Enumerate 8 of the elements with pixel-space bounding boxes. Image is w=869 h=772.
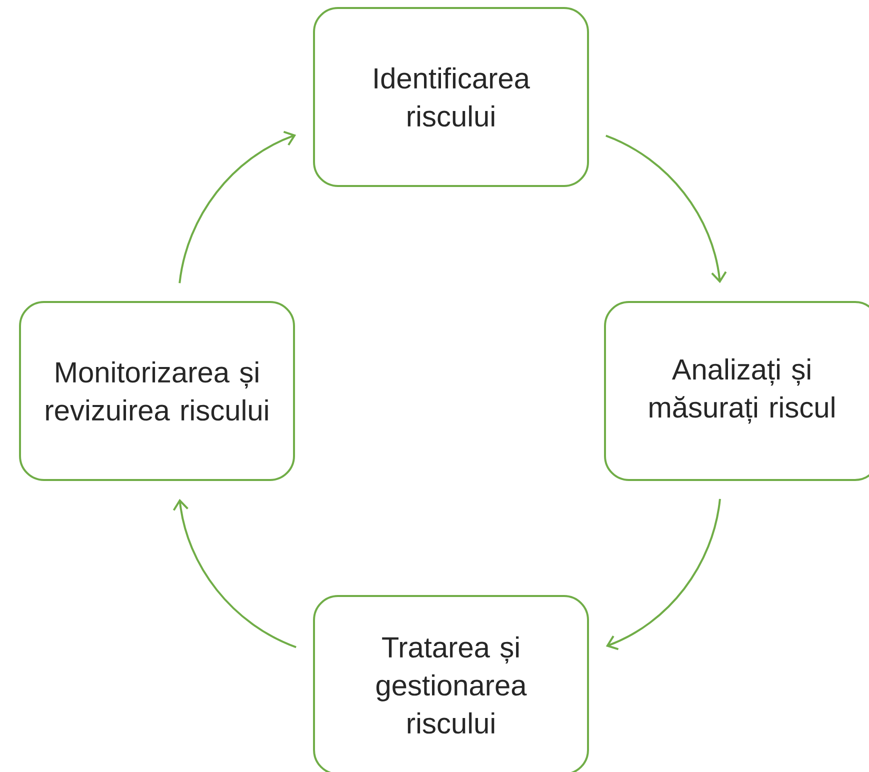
arrow	[606, 134, 727, 284]
arrow	[172, 498, 296, 648]
process-box: Tratarea și gestionarea riscului	[313, 595, 589, 772]
arrow	[606, 498, 721, 650]
process-box: Analizați și măsurați riscul	[604, 301, 869, 481]
process-box: Identificarea riscului	[313, 7, 589, 187]
process-box: Monitorizarea și revizuirea riscului	[19, 301, 295, 481]
arrow	[178, 130, 296, 284]
